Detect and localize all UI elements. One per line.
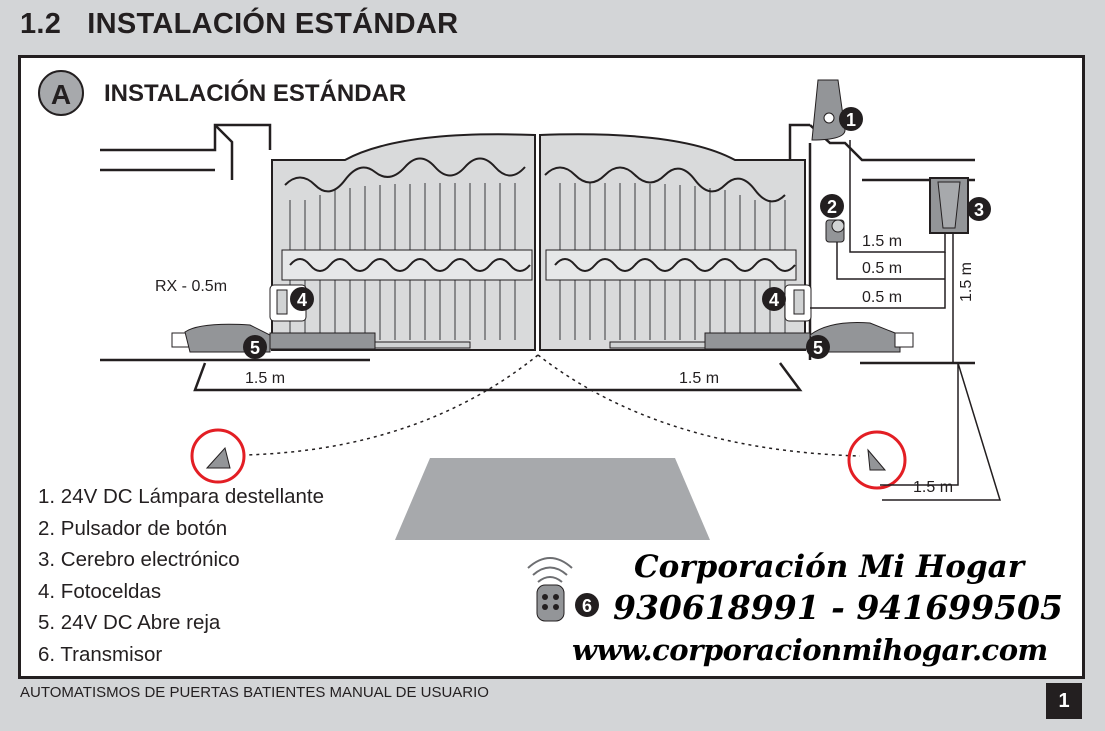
callout-1: 1 [846, 110, 856, 130]
left-post-photocell [190, 428, 246, 484]
wiring [810, 140, 954, 363]
panel-title: INSTALACIÓN ESTÁNDAR [104, 79, 406, 107]
callout-5-right: 5 [813, 338, 823, 358]
callouts: 1 2 3 4 4 5 5 6 [243, 107, 991, 617]
section-number: 1.2 [20, 8, 62, 40]
rx-label: RX - 0.5m [155, 278, 227, 295]
legend-item: 3. Cerebro electrónico [38, 548, 240, 571]
right-photocell-distance: 1.5 m [913, 479, 953, 496]
flash-distance: 1.5 m [862, 233, 902, 250]
callout-5-left: 5 [250, 338, 260, 358]
brand-phones: 930618991 - 941699505 [613, 588, 1063, 627]
left-gate-opener [171, 323, 471, 353]
driveway-zone [395, 458, 710, 540]
callout-4-right: 4 [769, 290, 779, 310]
component-legend: 1. 24V DC Lámpara destellante 2. Pulsado… [38, 481, 324, 670]
left-swing-arc [244, 354, 539, 456]
legend-item: 6. Transmisor [38, 642, 163, 666]
brand-website[interactable]: www.corporacionmihogar.com [572, 633, 1048, 667]
section-title: INSTALACIÓN ESTÁNDAR [87, 8, 459, 40]
transmitter-icon [527, 557, 573, 622]
legend-item: 2. Pulsador de botón [38, 516, 228, 540]
left-opener-distance: 1.5 m [245, 370, 285, 387]
legend-item: 4. Fotoceldas [38, 579, 162, 603]
page-number: 1 [1046, 683, 1082, 719]
callout-4-left: 4 [297, 290, 307, 310]
right-opener-distance: 1.5 m [679, 370, 719, 387]
callout-3: 3 [974, 200, 984, 220]
flashing-lamp [811, 79, 846, 141]
photocell-distance: 0.5 m [862, 289, 902, 306]
control-box [929, 177, 969, 234]
callout-6: 6 [582, 596, 592, 616]
brand-name: Corporación Mi Hogar [634, 549, 1025, 585]
panel-badge: A [38, 70, 84, 116]
box-height: 1.5 m [958, 262, 975, 302]
footer-text: AUTOMATISMOS DE PUERTAS BATIENTES MANUAL… [20, 684, 489, 701]
gate [271, 133, 806, 351]
push-button [825, 219, 845, 243]
section-heading: 1.2 INSTALACIÓN ESTÁNDAR [20, 8, 458, 41]
right-post-photocell [847, 430, 907, 490]
button-distance: 0.5 m [862, 260, 902, 277]
right-gate-opener [609, 322, 914, 353]
legend-item: 5. 24V DC Abre reja [38, 611, 221, 634]
callout-2: 2 [827, 197, 837, 217]
badge-letter: A [51, 79, 71, 110]
legend-item: 1. 24V DC Lámpara destellante [38, 485, 325, 508]
